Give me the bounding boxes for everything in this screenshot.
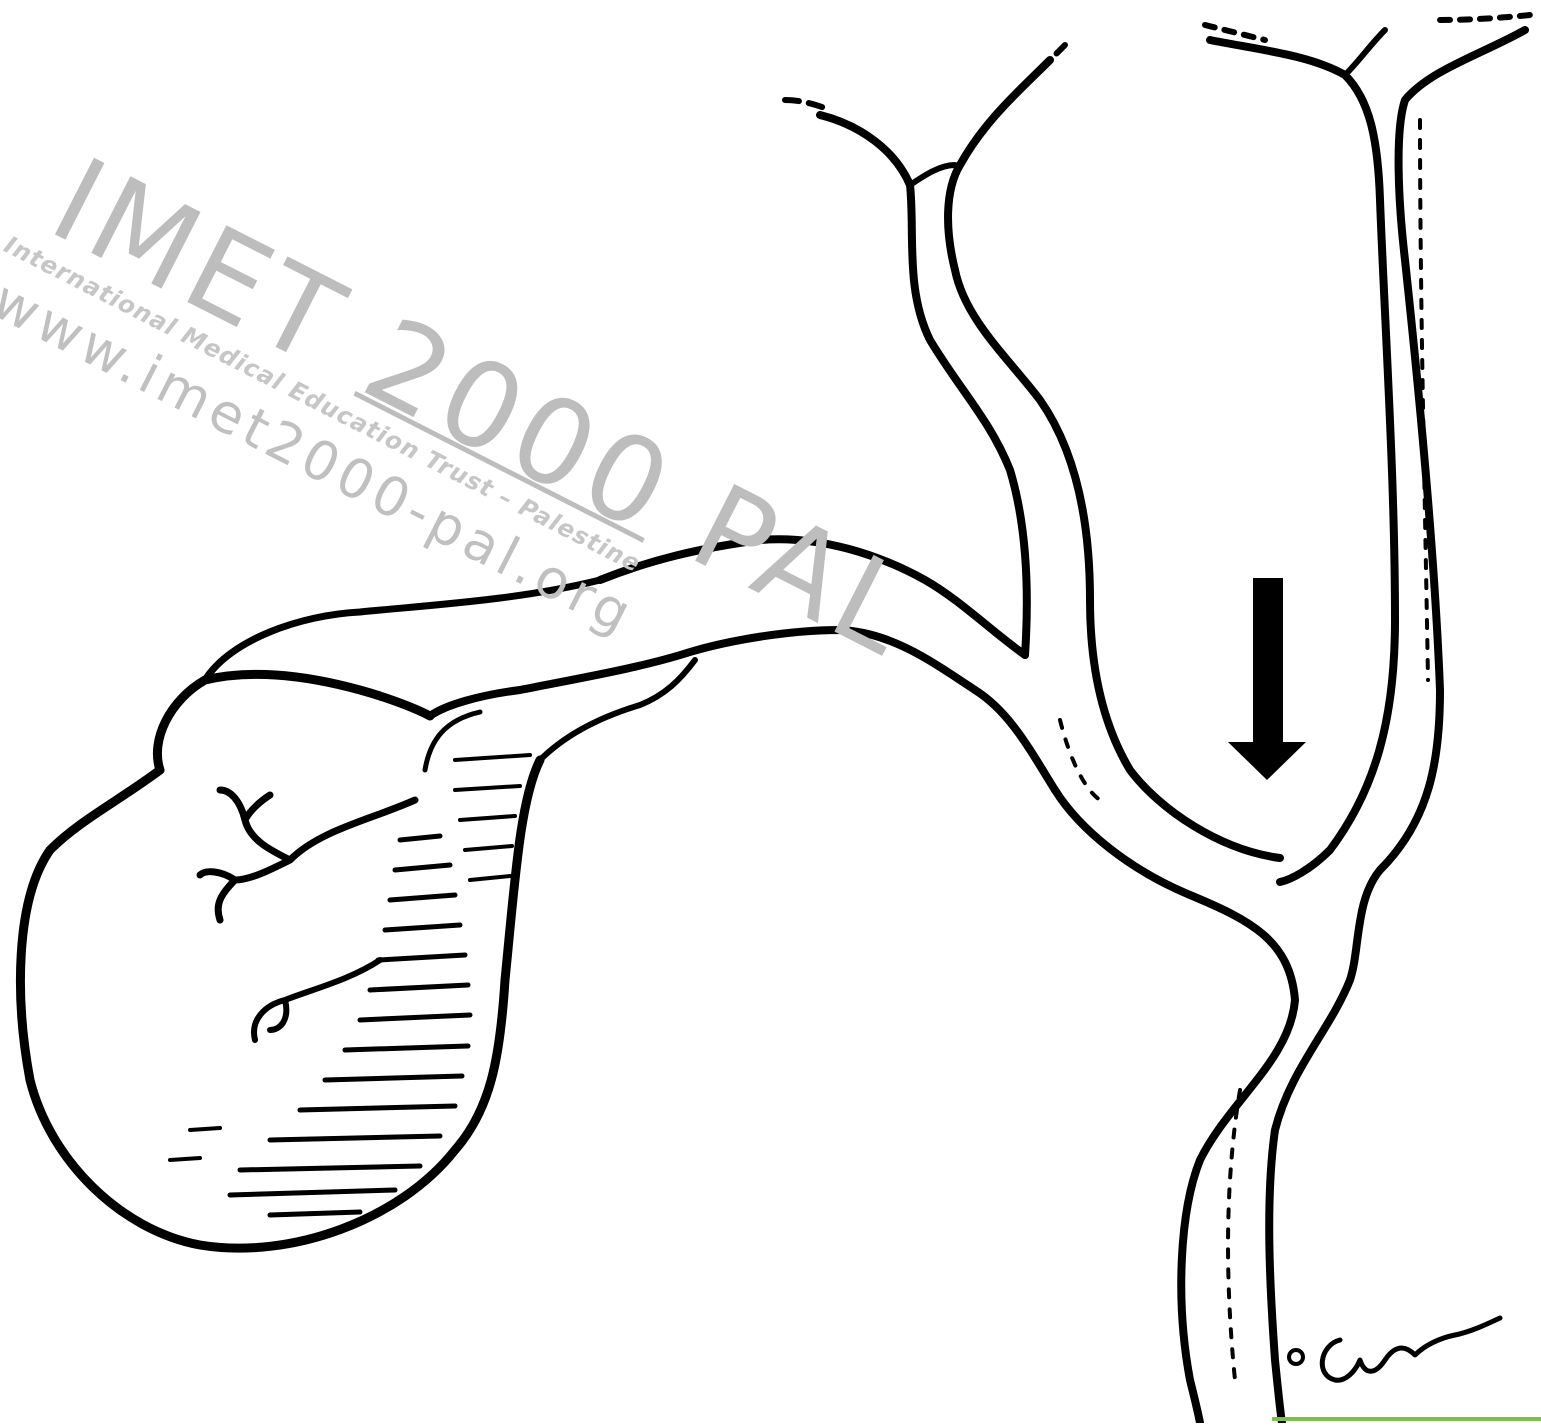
gallbladder	[20, 539, 1055, 1248]
hepatic-duct-left	[785, 45, 1280, 858]
down-arrow-icon	[1228, 578, 1306, 780]
footer-rule	[1272, 1417, 1541, 1421]
common-bile-duct	[1055, 15, 1530, 1423]
artist-signature	[1289, 1318, 1500, 1380]
